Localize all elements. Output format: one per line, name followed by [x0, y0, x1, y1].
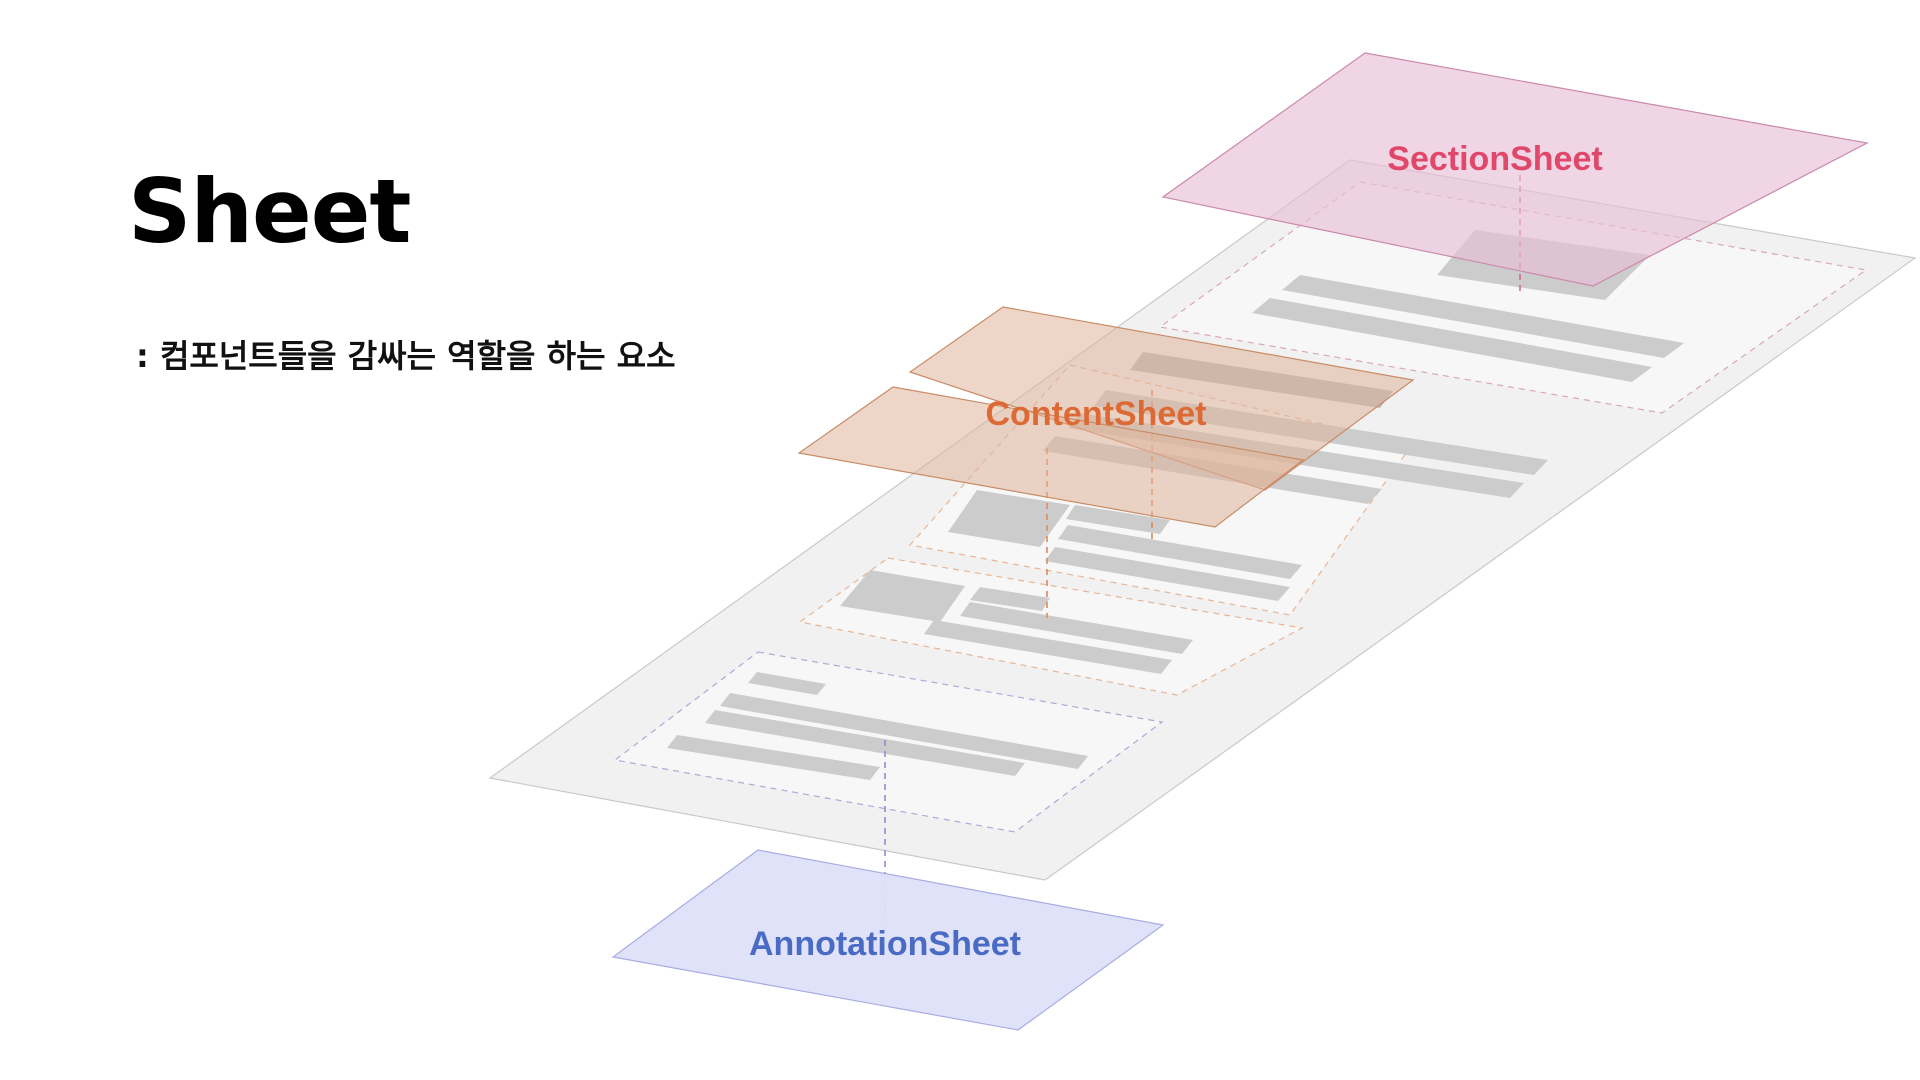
section-bar-1	[1282, 275, 1684, 358]
page-title: Sheet	[128, 160, 411, 263]
content-sheet-back	[908, 306, 1415, 491]
content-2-bar-1	[970, 587, 1050, 611]
annotation-bar-1	[748, 672, 826, 695]
content-2-bar-2	[960, 602, 1193, 654]
annotation-bar-3	[705, 710, 1025, 776]
content-1-bar-7	[1045, 547, 1290, 601]
content-1-bar-6	[1058, 525, 1302, 579]
section-bar-2	[1252, 298, 1652, 382]
content-2-block	[840, 570, 965, 622]
content-2-bar-3	[924, 620, 1172, 674]
annotation-bar-2	[720, 693, 1088, 769]
section-sheet-label: SectionSheet	[1387, 140, 1602, 178]
content-sheet-label: ContentSheet	[986, 395, 1207, 433]
annotation-sheet	[611, 849, 1165, 1031]
page-subtitle: : 컴포넌트들을 감싸는 역할을 하는 요소	[136, 337, 676, 375]
annotation-bar-4	[667, 735, 880, 780]
content-1-block	[948, 490, 1070, 547]
section-sheet	[1161, 52, 1869, 287]
content-1-bar-5	[1066, 505, 1170, 534]
content-sheet-front	[797, 386, 1305, 528]
section-area	[1158, 181, 1868, 414]
annotation-sheet-label: AnnotationSheet	[749, 925, 1021, 963]
